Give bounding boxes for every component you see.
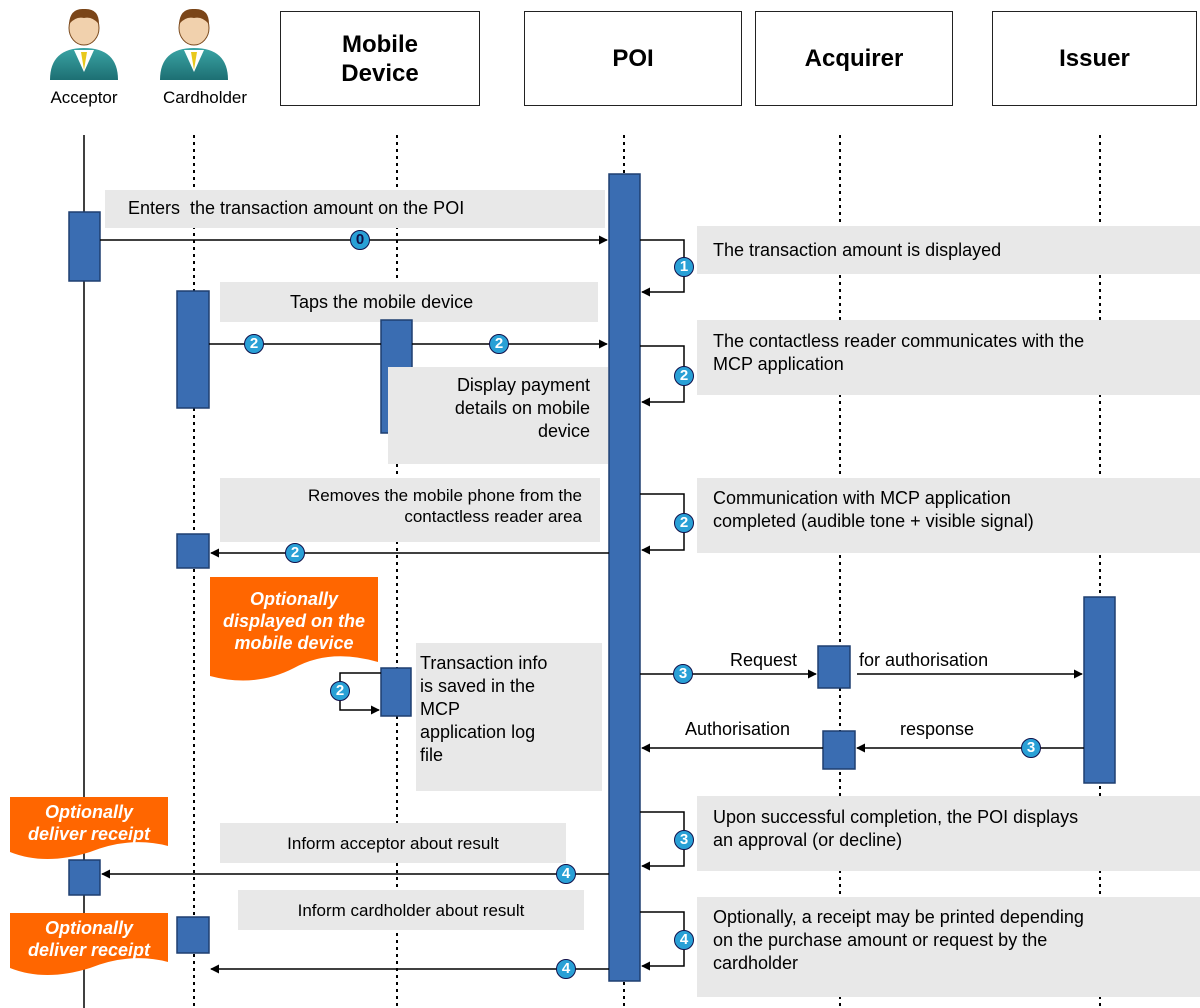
- message-authorisation: Authorisation: [685, 719, 791, 739]
- step-badge-2-reader: 2: [674, 366, 694, 386]
- step-badge-3-request: 3: [673, 664, 693, 684]
- cardholder-person-icon: [160, 8, 228, 80]
- participant-mobile-device: Mobile Device: [280, 11, 480, 106]
- note-optional-display: Optionally displayed on the mobile devic…: [222, 589, 366, 653]
- note-deliver-receipt-acceptor: Optionally deliver receipt: [27, 802, 151, 844]
- participant-acquirer: Acquirer: [755, 11, 953, 106]
- note-optional-display-shape: [210, 577, 378, 681]
- message-inform-acceptor: Inform acceptor about result: [220, 823, 566, 863]
- message-amount-displayed: The transaction amount is displayed: [697, 226, 1200, 274]
- activation-acquirer-1: [817, 645, 851, 689]
- activation-cardholder-2: [176, 533, 210, 569]
- message-for-authorisation: for authorisation: [859, 650, 989, 670]
- step-badge-2-log: 2: [330, 681, 350, 701]
- label-box-taps: [220, 282, 598, 322]
- step-badge-4-cardholder: 4: [556, 959, 576, 979]
- label-box-enters: [105, 190, 605, 228]
- participant-issuer: Issuer: [992, 11, 1197, 106]
- step-badge-0: 0: [350, 230, 370, 250]
- message-receipt-printed: Optionally, a receipt may be printed dep…: [697, 897, 1200, 997]
- step-badge-2-completed: 2: [674, 513, 694, 533]
- message-successful-completion: Upon successful completion, the POI disp…: [697, 796, 1200, 871]
- step-badge-3-approval: 3: [674, 830, 694, 850]
- message-display-payment-details: Display payment details on mobile device: [388, 367, 608, 464]
- message-response: response: [900, 719, 975, 739]
- activation-cardholder-3: [176, 916, 210, 954]
- step-badge-4-acceptor: 4: [556, 864, 576, 884]
- step-badge-2-tap-a: 2: [244, 334, 264, 354]
- message-removes-phone: Removes the mobile phone from the contac…: [220, 478, 600, 542]
- message-request: Request: [730, 650, 798, 670]
- note-deliver-receipt-cardholder: Optionally deliver receipt: [27, 918, 151, 960]
- step-badge-1: 1: [674, 257, 694, 277]
- step-badge-4-receipt: 4: [674, 930, 694, 950]
- message-reader-communicates: The contactless reader communicates with…: [697, 320, 1200, 395]
- acceptor-person-icon: [50, 8, 118, 80]
- message-enters-amount: Enters the transaction amount on the POI: [128, 198, 465, 218]
- participant-poi: POI: [524, 11, 742, 106]
- note-receipt-acceptor-shape: [10, 797, 168, 859]
- step-badge-2-removes: 2: [285, 543, 305, 563]
- message-taps-device: Taps the mobile device: [290, 292, 474, 312]
- acceptor-label: Acceptor: [50, 88, 118, 107]
- activation-poi: [608, 173, 641, 982]
- message-inform-cardholder: Inform cardholder about result: [238, 890, 584, 930]
- activation-acceptor-1: [68, 211, 101, 282]
- step-badge-2-tap-b: 2: [489, 334, 509, 354]
- message-transaction-info-saved: Transaction info is saved in the MCP app…: [416, 643, 602, 791]
- step-badge-3-response: 3: [1021, 738, 1041, 758]
- message-communication-completed: Communication with MCP application compl…: [697, 478, 1200, 553]
- activation-acquirer-2: [822, 730, 856, 770]
- activation-mobile-2: [380, 667, 412, 717]
- activation-cardholder-1: [176, 290, 210, 409]
- cardholder-label: Cardholder: [162, 88, 248, 107]
- activation-acceptor-2: [68, 859, 101, 896]
- activation-issuer: [1083, 596, 1116, 784]
- note-receipt-cardholder-shape: [10, 913, 168, 975]
